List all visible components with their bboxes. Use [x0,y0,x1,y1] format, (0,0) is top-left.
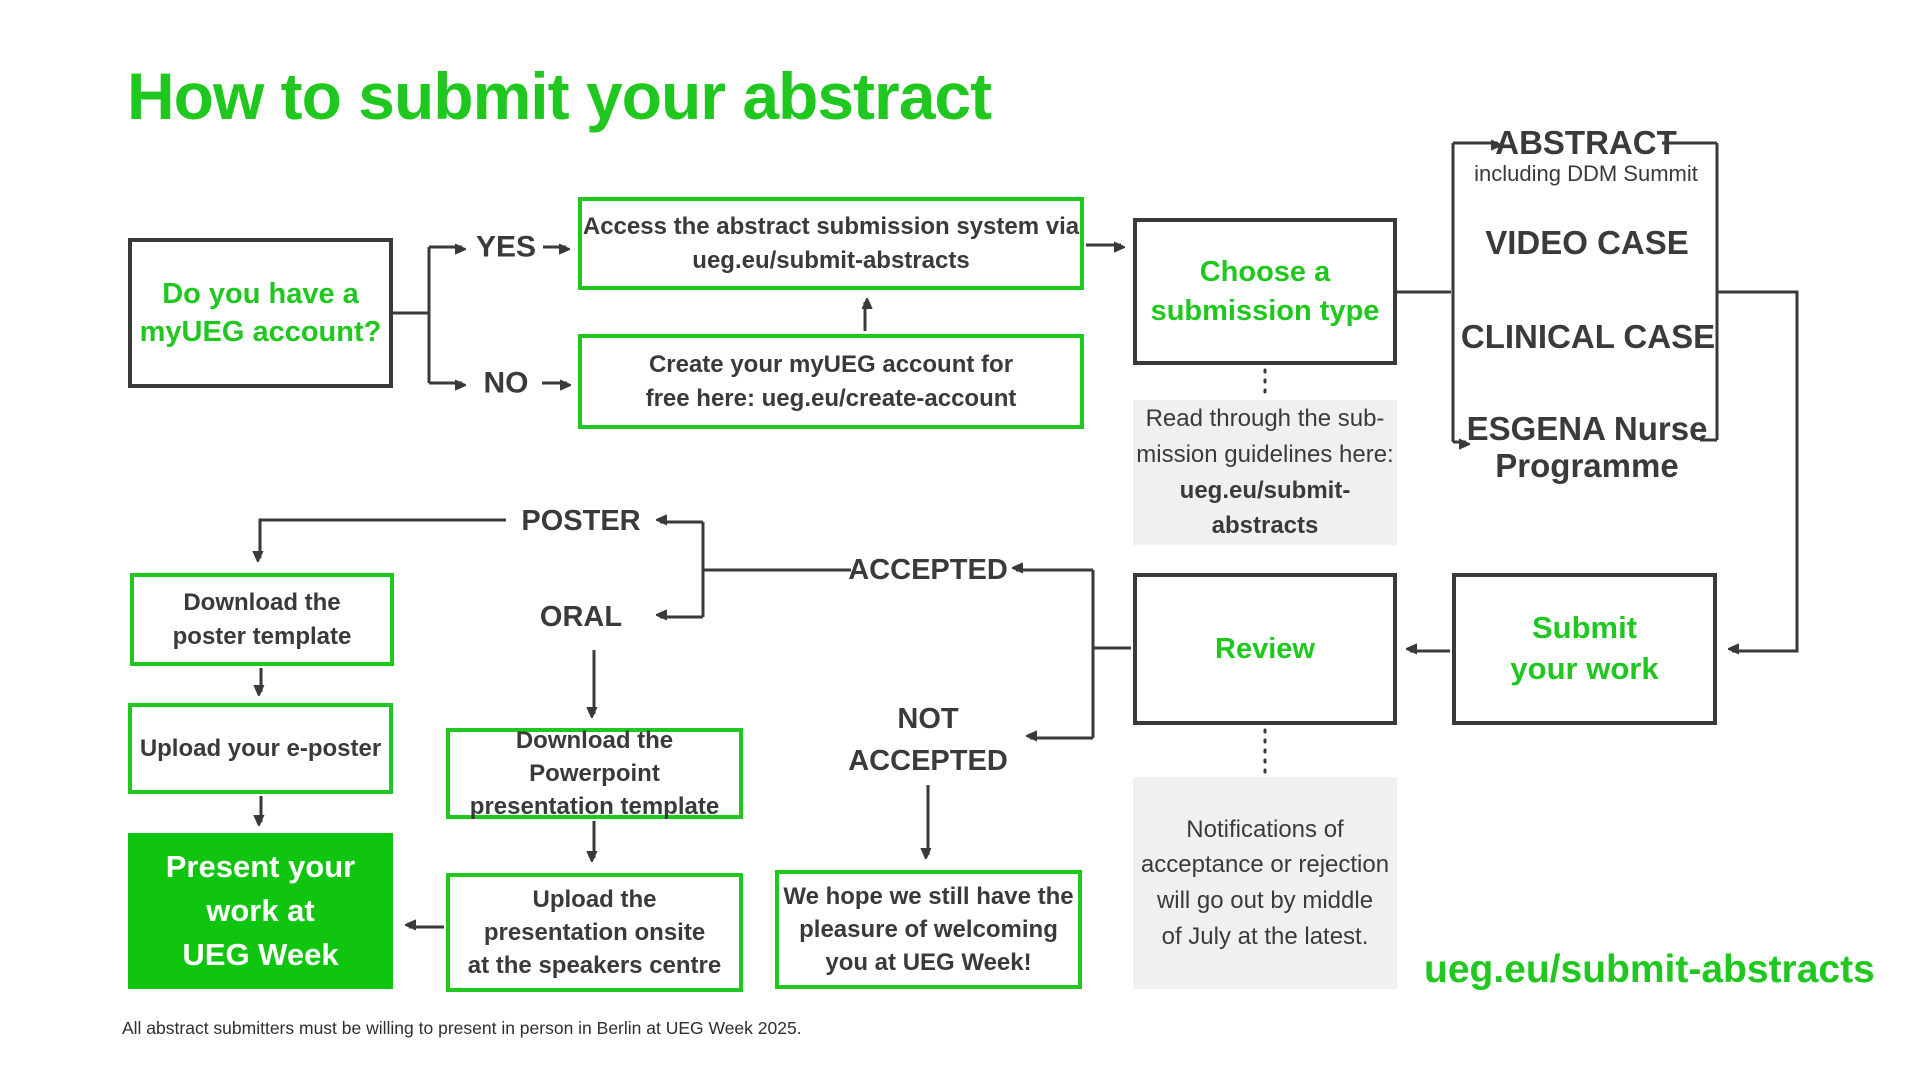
label-accepted: ACCEPTED [848,553,1008,586]
node-choose-type: Choose a submission type [1133,218,1397,365]
note-notifications-text: Notifications of acceptance or rejection… [1140,815,1390,950]
note-guidelines-text: Read through the sub- mission guidelines… [1136,405,1394,468]
node-present-work: Present your work at UEG Week [128,833,393,989]
line-poster-to-download [260,518,506,558]
node-upload-eposter: Upload your e-poster [128,703,393,794]
label-no: NO [483,366,529,400]
type-abstract: ABSTRACT [1495,124,1677,162]
page-title: How to submit your abstract [127,59,992,133]
accepted-split-line [701,522,851,617]
node-review: Review [1133,573,1397,725]
node-create-account: Create your myUEG account for free here:… [578,334,1084,429]
question-split-line [393,247,431,383]
footer-url: ueg.eu/submit-abstracts [1424,948,1875,991]
node-download-poster: Download the poster template [130,573,394,666]
node-we-hope: We hope we still have the pleasure of we… [775,870,1082,989]
type-video-case: VIDEO CASE [1485,224,1689,262]
rail-types-to-submit [1717,290,1799,651]
node-download-ppt: Download the Powerpoint presentation tem… [446,727,743,820]
node-submit-work: Submit your work [1452,573,1717,725]
note-guidelines: Read through the sub- mission guidelines… [1133,400,1397,545]
label-not-accepted: NOT ACCEPTED [848,702,1008,777]
node-access-system: Access the abstract submission system vi… [578,197,1084,290]
node-upload-presentation: Upload the presentation onsite at the sp… [446,873,743,992]
type-abstract-subtitle: including DDM Summit [1474,161,1698,187]
note-notifications: Notifications of acceptance or rejection… [1133,777,1397,989]
label-poster: POSTER [521,504,641,537]
label-oral: ORAL [539,600,623,633]
type-clinical-case: CLINICAL CASE [1460,318,1716,356]
label-yes: YES [475,230,537,264]
footer-note: All abstract submitters must be willing … [122,1018,802,1038]
review-split-line [1091,570,1131,738]
node-question-account: Do you have a myUEG account? [128,238,393,388]
note-guidelines-url: ueg.eu/submit-abstracts [1179,476,1351,540]
type-esgena: ESGENA Nurse Programme [1466,410,1708,484]
